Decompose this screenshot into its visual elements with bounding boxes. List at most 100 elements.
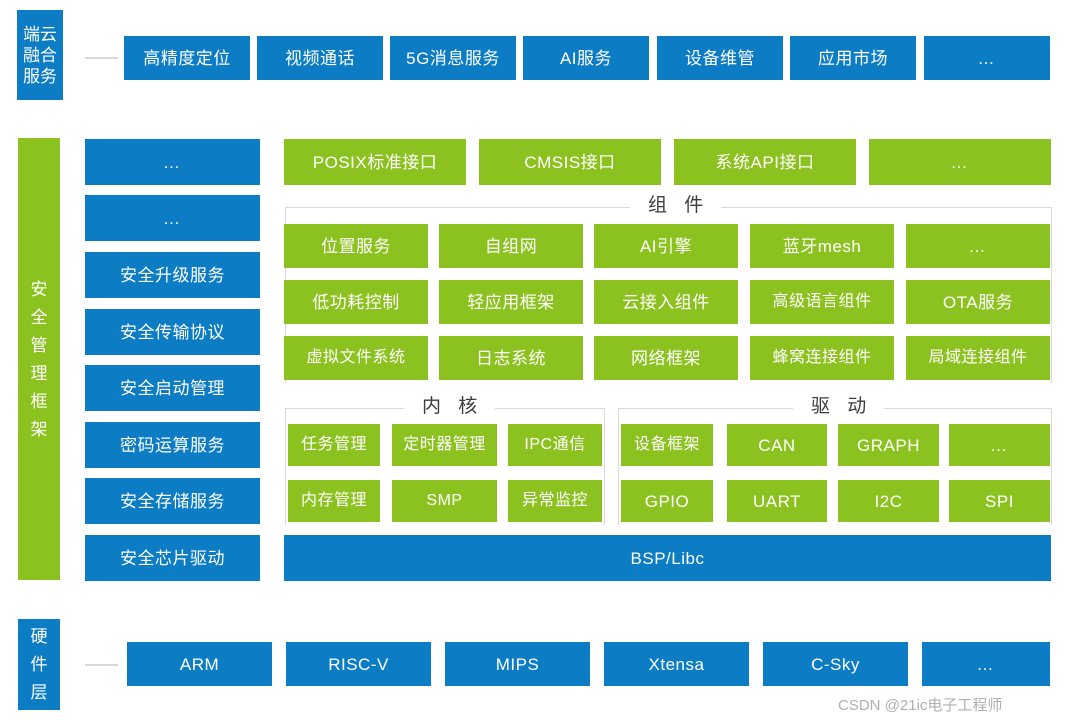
hardware-item-4[interactable]: C-Sky xyxy=(763,642,908,686)
layer-label-line: 全 xyxy=(30,307,48,327)
api-item-3[interactable]: … xyxy=(869,139,1051,185)
component-item[interactable]: 自组网 xyxy=(439,224,583,268)
cloud-edge-item-5[interactable]: 应用市场 xyxy=(790,36,916,80)
cloud-edge-item-3[interactable]: AI服务 xyxy=(523,36,649,80)
security-item-1[interactable]: … xyxy=(85,195,260,241)
security-item-5[interactable]: 密码运算服务 xyxy=(85,422,260,468)
api-item-0[interactable]: POSIX标准接口 xyxy=(284,139,466,185)
component-item[interactable]: 网络框架 xyxy=(594,336,738,380)
security-item-label: … xyxy=(163,152,182,172)
layer-label-line: 端云 xyxy=(23,24,57,44)
component-item-label: 网络框架 xyxy=(631,348,701,368)
cloud-edge-item-1[interactable]: 视频通话 xyxy=(257,36,383,80)
security-item-7[interactable]: 安全芯片驱动 xyxy=(85,535,260,581)
security-item-2[interactable]: 安全升级服务 xyxy=(85,252,260,298)
component-item[interactable]: 局域连接组件 xyxy=(906,336,1050,380)
driver-item-label: GRAPH xyxy=(857,435,920,455)
api-item-2[interactable]: 系统API接口 xyxy=(674,139,856,185)
driver-item-label: UART xyxy=(753,491,801,511)
component-item[interactable]: 虚拟文件系统 xyxy=(284,336,428,380)
security-item-label: 密码运算服务 xyxy=(120,435,225,455)
cloud-edge-item-0[interactable]: 高精度定位 xyxy=(124,36,250,80)
component-item[interactable]: 轻应用框架 xyxy=(439,280,583,324)
component-item-label: 轻应用框架 xyxy=(467,292,555,312)
hardware-item-2[interactable]: MIPS xyxy=(445,642,590,686)
security-item-label: 安全芯片驱动 xyxy=(120,548,225,568)
security-item-label: 安全传输协议 xyxy=(120,322,225,342)
kernel-item[interactable]: SMP xyxy=(392,480,497,522)
driver-item[interactable]: GRAPH xyxy=(838,424,939,466)
component-item[interactable]: 低功耗控制 xyxy=(284,280,428,324)
driver-item-label: 设备框架 xyxy=(633,436,700,453)
component-item-label: 低功耗控制 xyxy=(312,292,400,312)
component-item-label: 自组网 xyxy=(484,236,538,256)
layer-label-line: 服务 xyxy=(23,66,57,86)
api-item-label: … xyxy=(950,152,970,172)
api-item-1[interactable]: CMSIS接口 xyxy=(479,139,661,185)
cloud-edge-item-label: 应用市场 xyxy=(818,48,888,68)
bsp-libc-bar[interactable]: BSP/Libc xyxy=(284,535,1051,581)
kernel-item-label: SMP xyxy=(426,492,463,509)
kernel-item[interactable]: IPC通信 xyxy=(508,424,602,466)
connector-cloud-edge xyxy=(85,57,118,59)
driver-item[interactable]: UART xyxy=(727,480,827,522)
driver-item-label: … xyxy=(990,435,1009,455)
driver-item[interactable]: I2C xyxy=(838,480,939,522)
api-item-label: POSIX标准接口 xyxy=(312,152,438,172)
hardware-item-label: ARM xyxy=(179,654,220,674)
cloud-edge-item-label: 5G消息服务 xyxy=(406,48,500,68)
cloud-edge-item-label: AI服务 xyxy=(559,48,613,68)
kernel-item[interactable]: 任务管理 xyxy=(288,424,380,466)
hardware-item-label: … xyxy=(976,654,996,674)
component-item[interactable]: 蜂窝连接组件 xyxy=(750,336,894,380)
component-item[interactable]: 位置服务 xyxy=(284,224,428,268)
security-item-4[interactable]: 安全启动管理 xyxy=(85,365,260,411)
component-item-label: … xyxy=(968,236,988,256)
bsp-libc-label: BSP/Libc xyxy=(630,548,705,568)
components-frame-title: 组 件 xyxy=(630,196,722,215)
component-item[interactable]: AI引擎 xyxy=(594,224,738,268)
kernel-item[interactable]: 异常监控 xyxy=(508,480,602,522)
connector-hardware xyxy=(85,664,118,666)
component-item[interactable]: 日志系统 xyxy=(439,336,583,380)
hardware-item-1[interactable]: RISC-V xyxy=(286,642,431,686)
hardware-item-label: RISC-V xyxy=(328,654,389,674)
kernel-item[interactable]: 内存管理 xyxy=(288,480,380,522)
kernel-item-label: 异常监控 xyxy=(521,492,588,509)
layer-label-line: 硬 xyxy=(30,627,48,646)
api-item-label: CMSIS接口 xyxy=(524,152,616,172)
hardware-item-5[interactable]: … xyxy=(922,642,1050,686)
component-item[interactable]: OTA服务 xyxy=(906,280,1050,324)
cloud-edge-item-label: … xyxy=(977,48,997,68)
driver-item[interactable]: SPI xyxy=(949,480,1050,522)
cloud-edge-item-6[interactable]: … xyxy=(924,36,1050,80)
hardware-item-0[interactable]: ARM xyxy=(127,642,272,686)
security-item-6[interactable]: 安全存储服务 xyxy=(85,478,260,524)
component-item[interactable]: 蓝牙mesh xyxy=(750,224,894,268)
cloud-edge-item-label: 视频通话 xyxy=(285,48,355,68)
layer-label-line: 架 xyxy=(30,419,48,439)
driver-item[interactable]: CAN xyxy=(727,424,827,466)
cloud-edge-item-4[interactable]: 设备维管 xyxy=(657,36,783,80)
kernel-frame-title: 内 核 xyxy=(404,397,496,416)
component-item-label: 虚拟文件系统 xyxy=(306,349,406,366)
layer-label-line: 件 xyxy=(30,655,48,674)
hardware-item-3[interactable]: Xtensa xyxy=(604,642,749,686)
security-item-0[interactable]: … xyxy=(85,139,260,185)
security-item-3[interactable]: 安全传输协议 xyxy=(85,309,260,355)
driver-item[interactable]: 设备框架 xyxy=(621,424,713,466)
driver-item[interactable]: GPIO xyxy=(621,480,713,522)
component-item-label: 日志系统 xyxy=(476,348,546,368)
kernel-item-label: 任务管理 xyxy=(300,436,367,453)
kernel-item[interactable]: 定时器管理 xyxy=(392,424,497,466)
component-item[interactable]: 高级语言组件 xyxy=(750,280,894,324)
driver-item[interactable]: … xyxy=(949,424,1050,466)
component-item[interactable]: 云接入组件 xyxy=(594,280,738,324)
component-item[interactable]: … xyxy=(906,224,1050,268)
kernel-item-label: 定时器管理 xyxy=(403,436,486,453)
component-item-label: 局域连接组件 xyxy=(928,349,1028,366)
component-item-label: AI引擎 xyxy=(639,236,693,256)
cloud-edge-item-2[interactable]: 5G消息服务 xyxy=(390,36,516,80)
driver-item-label: GPIO xyxy=(644,491,690,511)
